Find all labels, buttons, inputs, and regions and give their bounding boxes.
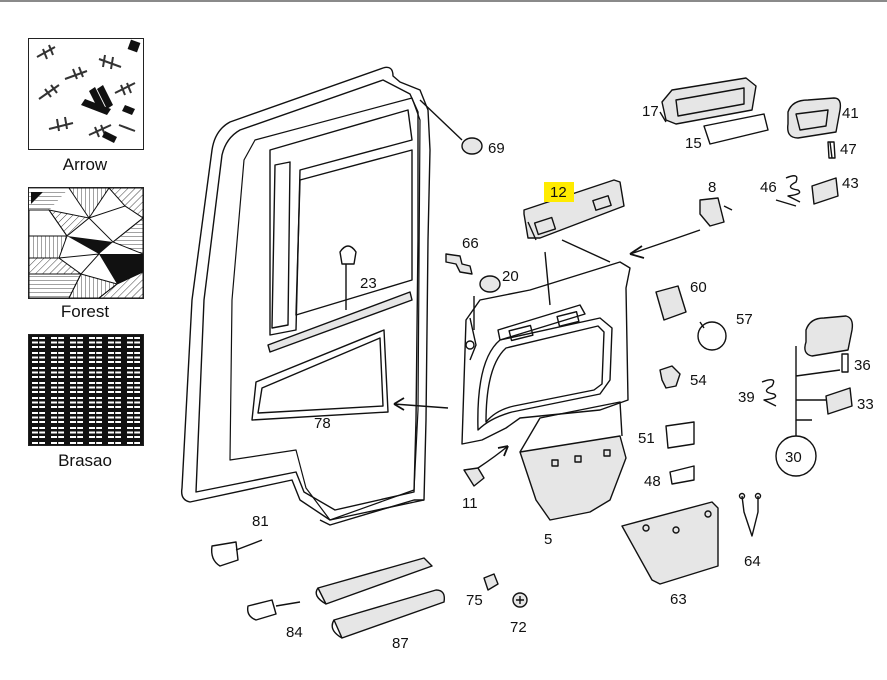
callout-11[interactable]: 11 bbox=[462, 495, 478, 512]
part-64-cable bbox=[741, 495, 759, 537]
trim-panel bbox=[461, 261, 631, 445]
callout-87[interactable]: 87 bbox=[392, 635, 409, 652]
callout-47[interactable]: 47 bbox=[840, 141, 857, 158]
part-60-clip bbox=[655, 285, 687, 321]
callout-57[interactable]: 57 bbox=[736, 311, 753, 328]
callout-36[interactable]: 36 bbox=[854, 357, 871, 374]
callout-8[interactable]: 8 bbox=[708, 179, 716, 196]
swatch-label-forest: Forest bbox=[60, 302, 110, 321]
callout-33[interactable]: 33 bbox=[857, 396, 874, 413]
callout-48[interactable]: 48 bbox=[644, 473, 661, 490]
callout-69[interactable]: 69 bbox=[488, 140, 505, 157]
callout-labels: 17 15 41 47 46 43 8 12 69 66 20 23 60 57… bbox=[252, 103, 874, 652]
part-15-plate bbox=[703, 113, 769, 145]
callout-84[interactable]: 84 bbox=[286, 624, 303, 641]
window-frame bbox=[269, 109, 413, 336]
part-48-tab bbox=[669, 465, 695, 485]
part-57-button bbox=[697, 321, 727, 351]
lower-pocket bbox=[519, 435, 627, 521]
lower-door-panel bbox=[251, 329, 389, 421]
callout-75[interactable]: 75 bbox=[466, 592, 483, 609]
part-33-lever bbox=[825, 387, 853, 415]
callout-5[interactable]: 5 bbox=[544, 531, 552, 548]
top-border bbox=[0, 0, 887, 2]
part-12-housing bbox=[523, 179, 625, 239]
forest-pattern-icon bbox=[29, 188, 143, 298]
part-39-spring bbox=[761, 379, 777, 407]
callout-54[interactable]: 54 bbox=[690, 372, 707, 389]
callout-60[interactable]: 60 bbox=[690, 279, 707, 296]
swatch-label-brasao: Brasao bbox=[58, 451, 112, 470]
swatch-arrow[interactable] bbox=[28, 38, 144, 150]
callout-12-highlight bbox=[544, 182, 574, 202]
part-43-lever bbox=[811, 177, 839, 205]
callout-17[interactable]: 17 bbox=[642, 103, 659, 120]
part-54-screw bbox=[659, 365, 681, 389]
callout-63[interactable]: 63 bbox=[670, 591, 687, 608]
part-51-plate bbox=[665, 421, 695, 449]
door-panel bbox=[229, 97, 421, 521]
part-20-cap bbox=[479, 275, 501, 293]
part-41-handle bbox=[787, 97, 842, 139]
brasao-pattern-icon bbox=[29, 335, 143, 445]
part-47-pin bbox=[827, 141, 836, 159]
part-69-grommet bbox=[461, 137, 483, 155]
callout-41[interactable]: 41 bbox=[842, 105, 859, 122]
part-46-spring bbox=[775, 175, 801, 207]
part-8-lock bbox=[699, 197, 725, 227]
callout-23[interactable]: 23 bbox=[360, 275, 377, 292]
callout-30[interactable]: 30 bbox=[785, 449, 802, 466]
callout-43[interactable]: 43 bbox=[842, 175, 859, 192]
callout-39[interactable]: 39 bbox=[738, 389, 755, 406]
door-seal-outer bbox=[180, 66, 431, 521]
arrow-pattern-icon bbox=[29, 39, 143, 149]
swatch-forest[interactable] bbox=[28, 187, 144, 299]
part-11-clip bbox=[463, 467, 485, 487]
callout-15[interactable]: 15 bbox=[685, 135, 702, 152]
part-81-clip bbox=[210, 541, 239, 567]
belt-strip bbox=[267, 291, 413, 353]
part-87-strip bbox=[333, 589, 446, 639]
callout-64[interactable]: 64 bbox=[744, 553, 761, 570]
callout-46[interactable]: 46 bbox=[760, 179, 777, 196]
callout-72[interactable]: 72 bbox=[510, 619, 527, 636]
part-30-group bbox=[804, 315, 854, 357]
callout-81[interactable]: 81 bbox=[252, 513, 269, 530]
part-63-cover bbox=[621, 501, 719, 585]
part-75-clip bbox=[483, 573, 499, 591]
part-84-strip bbox=[317, 557, 433, 605]
callout-66[interactable]: 66 bbox=[462, 235, 479, 252]
part-66-screw bbox=[445, 253, 473, 275]
callout-78[interactable]: 78 bbox=[314, 415, 331, 432]
callout-51[interactable]: 51 bbox=[638, 430, 655, 447]
swatch-brasao[interactable] bbox=[28, 334, 144, 446]
door-seal-inner bbox=[195, 79, 419, 511]
swatch-label-arrow: Arrow bbox=[62, 155, 108, 174]
part-36-rod bbox=[841, 353, 849, 373]
part-84-clip bbox=[246, 599, 277, 621]
callout-20[interactable]: 20 bbox=[502, 268, 519, 285]
callout-12[interactable]: 12 bbox=[550, 184, 567, 201]
